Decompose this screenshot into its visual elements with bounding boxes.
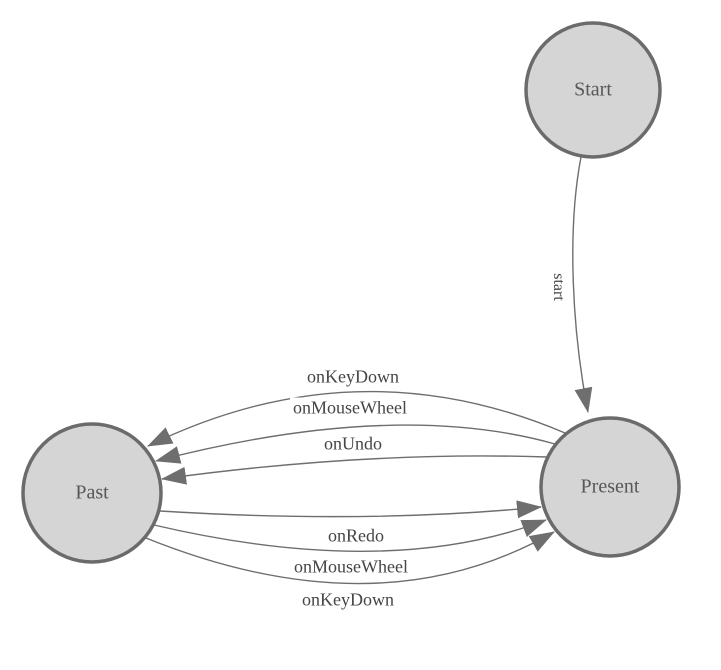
- edge-onkeydown-to-past[interactable]: [147, 390, 566, 447]
- edge-onredo-to-present[interactable]: [159, 500, 542, 519]
- edge-onmousewheel-to-past[interactable]: [155, 424, 556, 464]
- node-past[interactable]: [21, 422, 163, 564]
- node-start[interactable]: [524, 21, 662, 159]
- edge-onmousewheel-to-present[interactable]: [153, 519, 547, 553]
- edge-onkeydown-to-present[interactable]: [145, 531, 555, 585]
- edge-start-to-present[interactable]: [572, 156, 593, 413]
- edge-onundo-to-past[interactable]: [161, 455, 548, 485]
- node-present[interactable]: [539, 416, 681, 558]
